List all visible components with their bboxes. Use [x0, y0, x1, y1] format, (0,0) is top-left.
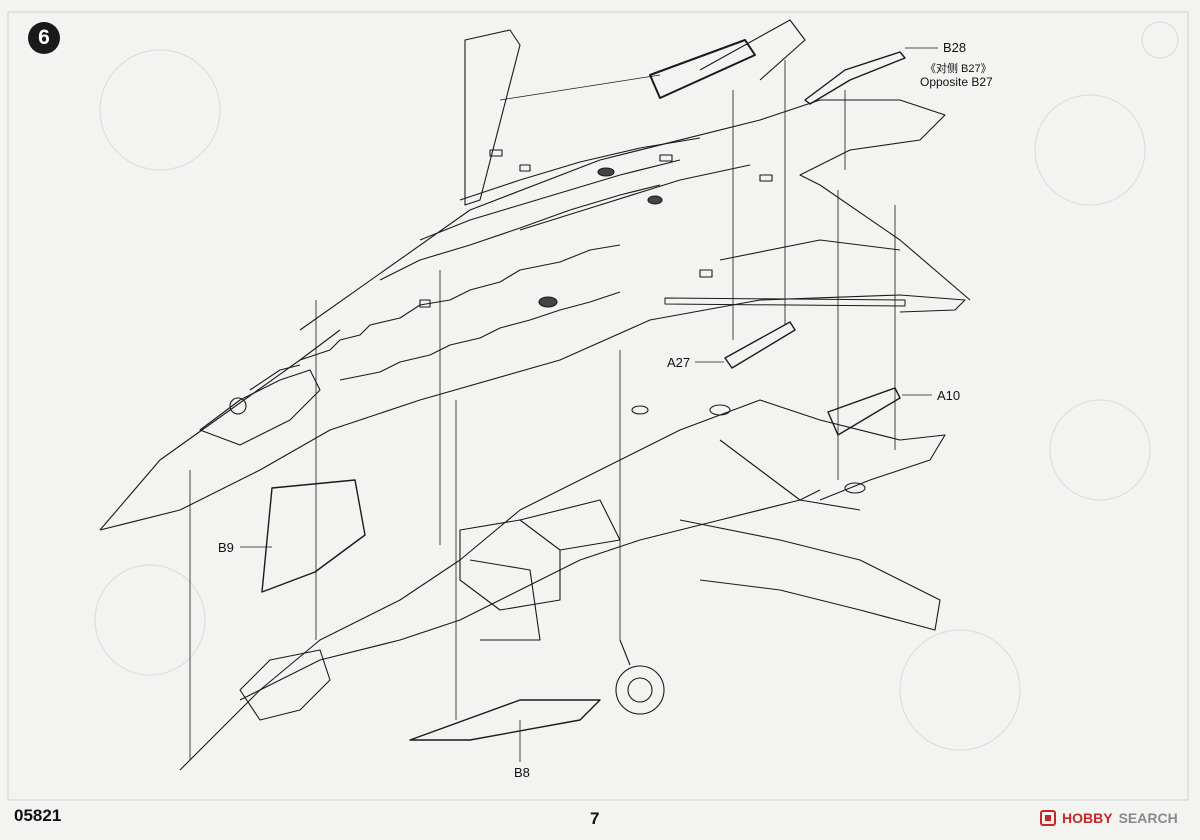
part-b8 [409, 699, 601, 741]
background-bleed-through [94, 21, 1179, 751]
watermark-suffix: SEARCH [1118, 810, 1178, 826]
callout-b28-opposite: Opposite B27 [920, 75, 993, 89]
callout-b9: B9 [218, 540, 234, 555]
fuselage-top-half [99, 19, 971, 531]
part-b28 [804, 51, 906, 105]
callout-b28-cn: 《对侧 B27》 [925, 63, 992, 75]
callout-b28: B28 [943, 40, 967, 55]
part-shapes [261, 51, 906, 741]
watermark: HOBBY SEARCH [1040, 810, 1178, 826]
callout-b8: B8 [514, 765, 530, 780]
step-number-badge: 6 [28, 22, 60, 54]
part-b9 [261, 479, 366, 593]
page-frame [7, 11, 1189, 801]
part-a27 [724, 321, 796, 369]
kit-code: 05821 [14, 806, 62, 825]
callout-a27: A27 [667, 355, 691, 370]
assembly-arrows [189, 60, 896, 760]
watermark-logo-icon [1040, 810, 1056, 826]
callout-leader-lines [240, 47, 938, 762]
part-a10 [827, 387, 901, 436]
part-rod [664, 297, 906, 307]
fuselage-lower-half [179, 399, 946, 771]
callout-a10: A10 [937, 388, 961, 403]
page-number: 7 [590, 809, 600, 828]
watermark-brand: HOBBY [1062, 810, 1113, 826]
